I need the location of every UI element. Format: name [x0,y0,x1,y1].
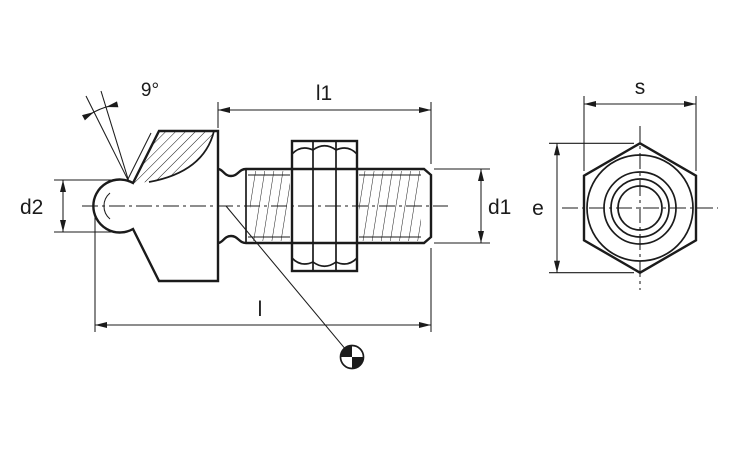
angle-arrow-right [105,101,119,108]
angle-leg-line-1 [85,95,130,183]
thread-hatch-right [359,171,421,241]
side-view [562,126,718,290]
bore-circle [617,185,663,231]
ball-inner-arc [103,192,111,220]
thread-major-circle [610,178,670,238]
dimension-d1-label: d1 [488,196,511,219]
angle-arc [93,106,107,113]
angle-arrow-left [82,111,95,121]
dimension-d2: d2 [20,179,117,233]
hex-nut [290,139,359,273]
datum-target-symbol [225,205,365,370]
dimension-e-label: e [532,197,544,220]
counterbore-circle [603,171,677,245]
nut-chamfer-arcs [291,144,358,268]
datum-leader-line [225,205,346,349]
datum-quadrant-bottom-right [352,357,364,369]
dimension-l1-label: l1 [316,82,332,105]
nut-outline [290,139,359,273]
dimension-d2-label: d2 [20,196,43,219]
dimension-e: e [532,142,634,274]
hexagon-outline [582,141,698,275]
thread-hatch-left [250,171,290,241]
dimension-angle-label: 9° [141,80,159,101]
dimension-s-label: s [635,76,646,99]
angle-leg-line-2 [100,90,130,183]
front-view [82,129,448,283]
cone-section-hatch [133,131,214,183]
chamfer-circle [586,154,694,262]
dimension-l-label: l [258,298,263,321]
cone-edge-line [127,132,152,180]
shaft-outline [217,167,433,245]
dimension-l1: l1 [217,82,432,164]
dimension-s: s [583,76,697,171]
datum-quadrant-top-left [340,345,352,357]
cone-section-curve [148,130,215,183]
dimension-l: l [94,213,432,332]
dimension-d1: d1 [434,168,511,244]
dimension-angle-9deg: 9° [82,80,159,183]
